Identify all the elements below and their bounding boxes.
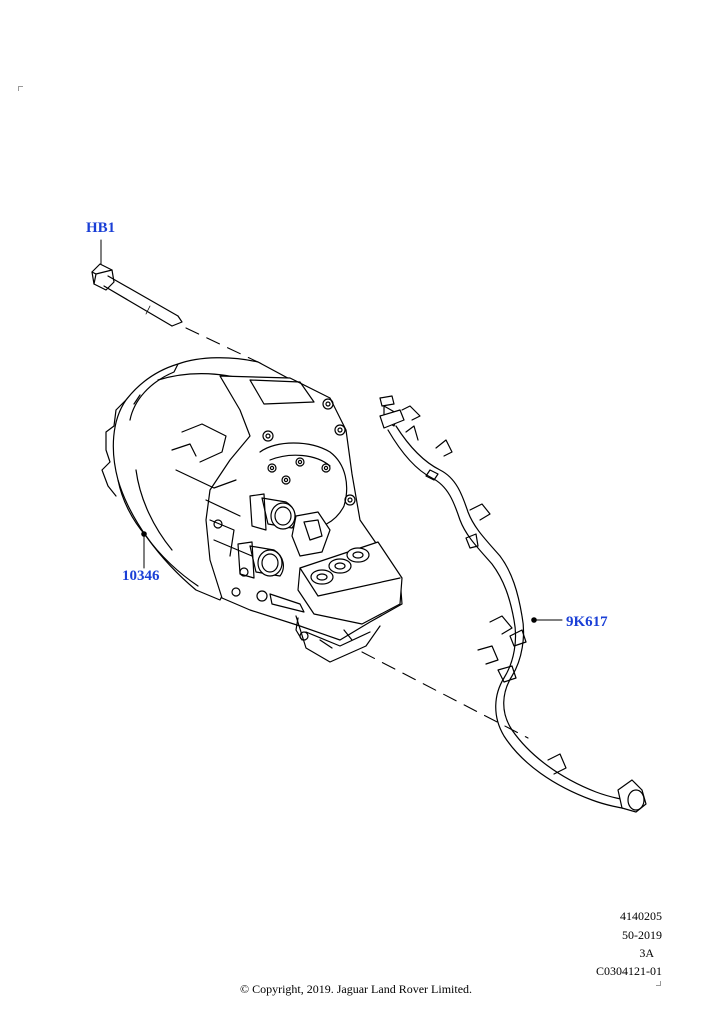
- reference-number: 4140205: [620, 909, 662, 923]
- reference-revision: 3A: [639, 946, 654, 960]
- reference-date: 50-2019: [622, 928, 662, 942]
- install-axis-lower: [361, 651, 529, 739]
- crop-mark-bottom-right: [656, 981, 661, 986]
- copyright-notice: © Copyright, 2019. Jaguar Land Rover Lim…: [239, 982, 473, 996]
- pipe-9k617-drawing: [379, 395, 647, 813]
- bolt-hb1-drawing: [91, 239, 183, 327]
- reference-code: C0304121-01: [596, 964, 662, 978]
- install-axis-upper: [185, 327, 263, 365]
- transmission-10346-drawing: [101, 357, 403, 663]
- callout-10346[interactable]: 10346: [122, 568, 160, 584]
- crop-mark-top-left: [18, 86, 23, 91]
- callout-hb1[interactable]: HB1: [86, 220, 116, 236]
- callout-9k617[interactable]: 9K617: [566, 614, 608, 630]
